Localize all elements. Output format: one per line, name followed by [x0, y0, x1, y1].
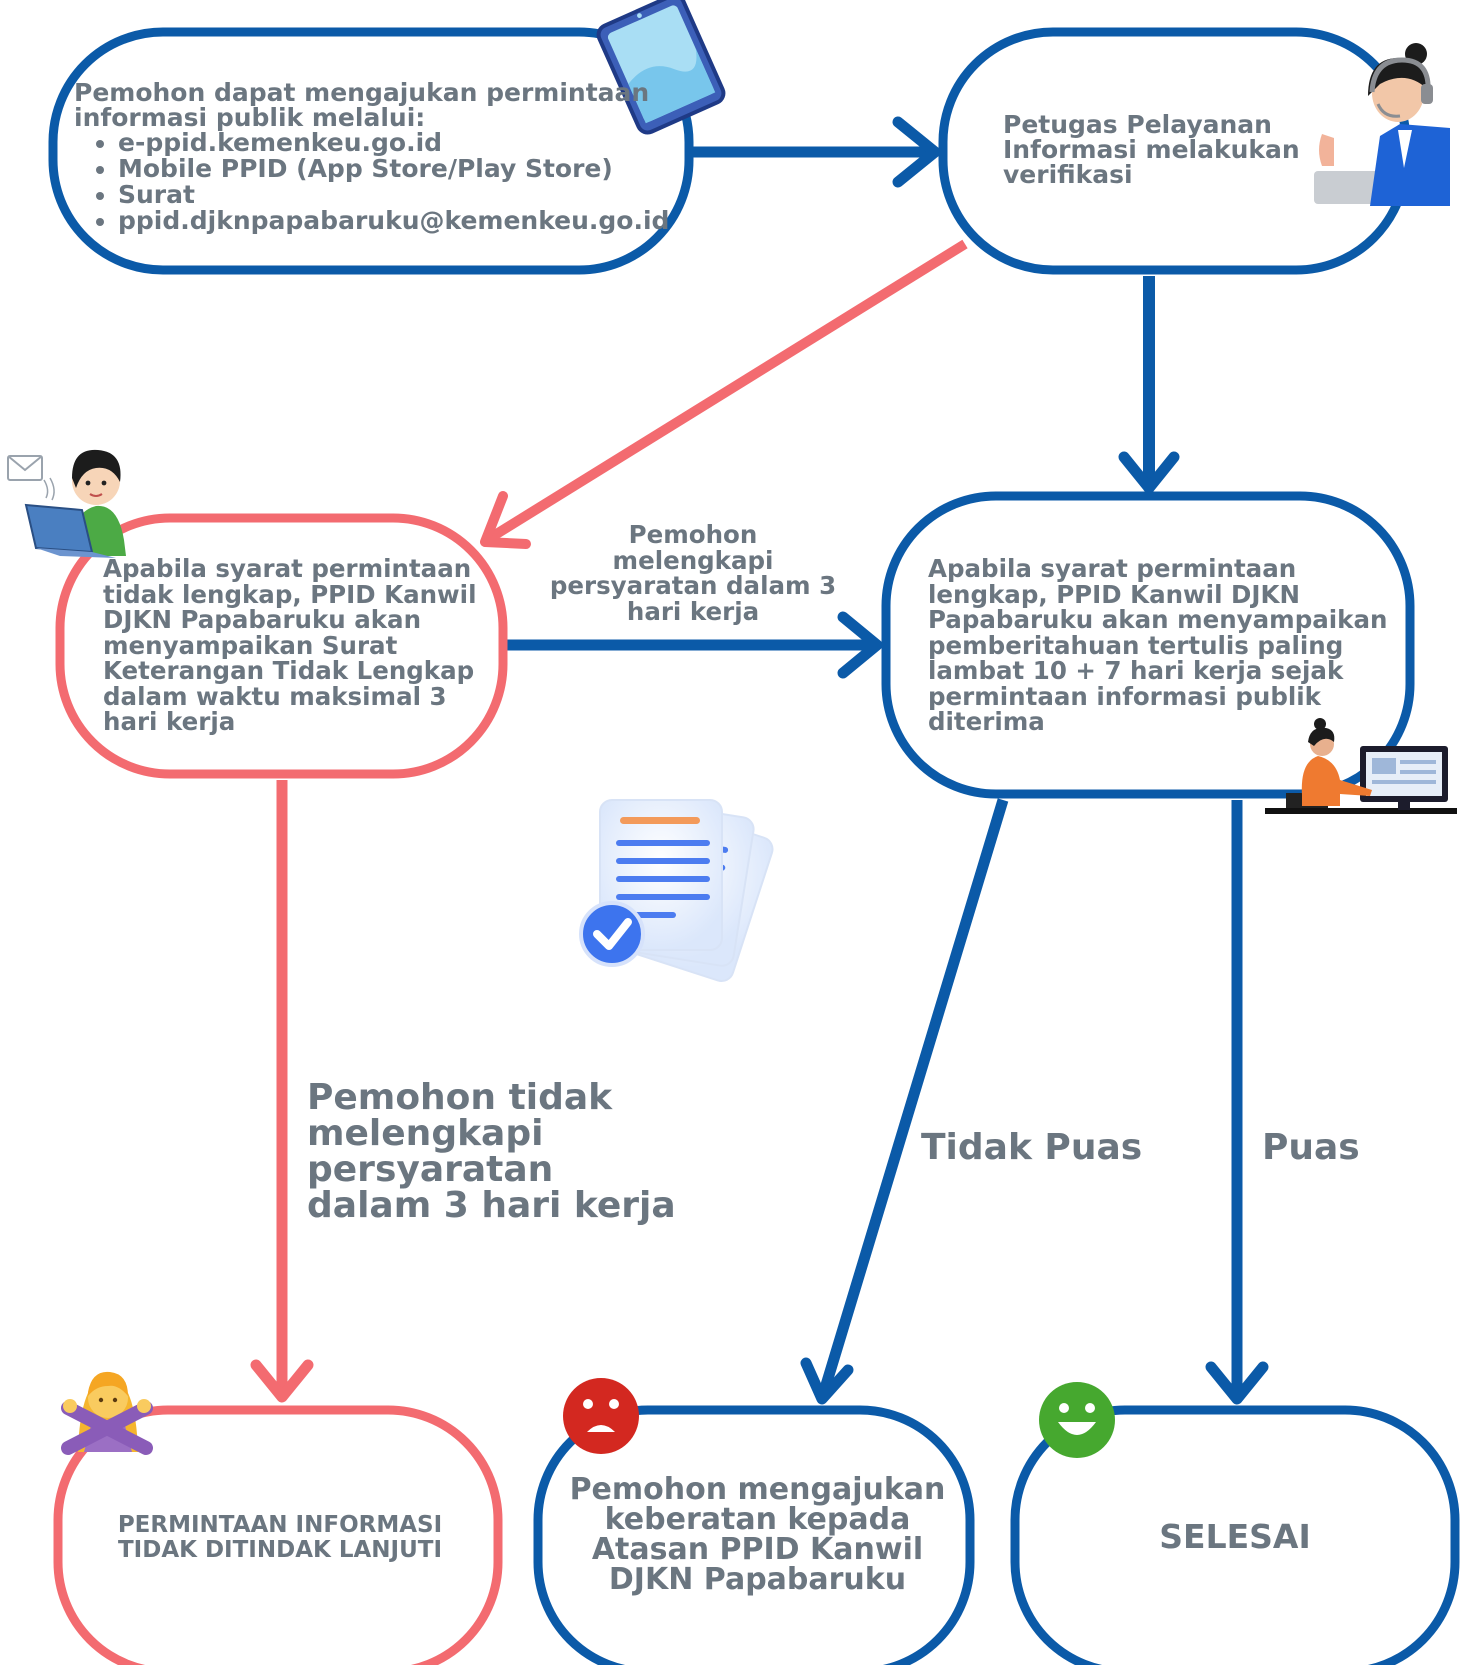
edge-label-satisfied: Puas [1262, 1127, 1360, 1168]
arrow-verify-to-incomplete [480, 239, 968, 549]
arrow-complete-to-done [1205, 800, 1269, 1405]
arrow-incomplete-to-complete [507, 611, 883, 679]
stop-node-text: PERMINTAAN INFORMASI TIDAK DITINDAK LANJ… [117, 1512, 443, 1563]
edge-label-not-satisfied: Tidak Puas [921, 1127, 1143, 1168]
incomplete-node-text: Apabila syarat permintaan tidak lengkap,… [103, 554, 477, 736]
stop-box [53, 1405, 503, 1665]
arrow-complete-to-objection [800, 798, 1009, 1405]
done-node-text: SELESAI [1159, 1517, 1311, 1556]
edge-label-not-fulfill: Pemohon tidak melengkapi persyaratan dal… [307, 1077, 676, 1226]
documents-check-icon [579, 799, 774, 983]
sad-face-icon [563, 1378, 639, 1454]
channel-list: e-ppid.kemenkeu.go.id Mobile PPID (App S… [74, 130, 694, 234]
channel-item: Mobile PPID (App Store/Play Store) [118, 156, 694, 182]
channel-item: e-ppid.kemenkeu.go.id [118, 130, 694, 156]
happy-face-icon [1039, 1382, 1115, 1458]
smartphone-icon [596, 0, 726, 135]
call-center-agent-icon [1314, 43, 1450, 206]
edge-label-fulfill: Pemohon melengkapi persyaratan dalam 3 h… [549, 520, 837, 626]
woman-computer-icon [1265, 718, 1457, 814]
start-node-text: Pemohon dapat mengajukan permintaan info… [74, 80, 694, 234]
crossed-arms-person-icon [61, 1371, 153, 1455]
start-box [48, 27, 694, 275]
verify-node-text: Petugas Pelayanan Informasi melakukan ve… [1003, 110, 1300, 189]
channel-item: ppid.djknpapabaruku@kemenkeu.go.id [118, 208, 694, 234]
objection-box [533, 1405, 975, 1665]
incomplete-box [55, 513, 508, 779]
person-laptop-icon [7, 449, 126, 558]
start-intro: Pemohon dapat mengajukan permintaan info… [74, 78, 650, 132]
channel-item: Surat [118, 182, 694, 208]
arrow-verify-to-complete [1118, 276, 1180, 494]
complete-box [881, 491, 1415, 799]
arrow-incomplete-to-stop [250, 780, 314, 1403]
arrow-start-to-verify [693, 116, 941, 188]
done-box [1010, 1405, 1460, 1665]
complete-node-text: Apabila syarat permintaan lengkap, PPID … [928, 554, 1388, 736]
objection-node-text: Pemohon mengajukan keberatan kepada Atas… [569, 1472, 946, 1597]
